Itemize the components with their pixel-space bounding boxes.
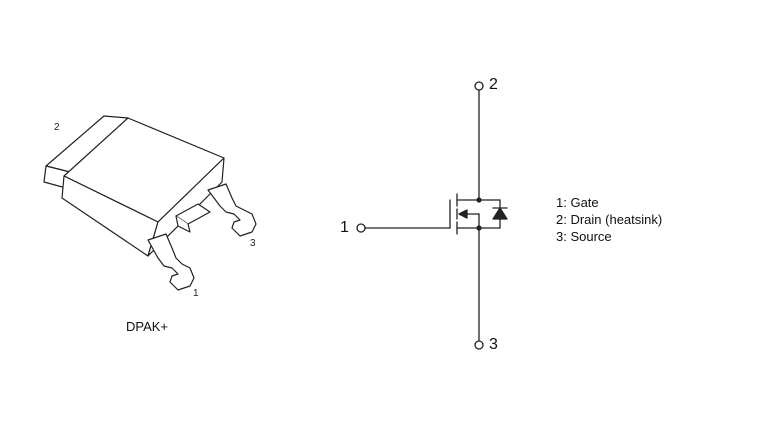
package-pin-label-tab: 2 — [54, 122, 60, 133]
package-name: DPAK+ — [126, 319, 169, 334]
package-lead-right — [207, 183, 257, 237]
package-pin-label-left: 1 — [193, 288, 199, 299]
schematic-label-gate: 1 — [340, 219, 349, 236]
legend-item-drain: 2: Drain (heatsink) — [556, 212, 663, 227]
schematic-label-source: 3 — [489, 336, 498, 353]
package-center-stub — [175, 203, 211, 225]
package-center-stub-side — [175, 215, 191, 233]
package-pin-label-right: 3 — [250, 238, 256, 249]
gate-terminal — [356, 223, 366, 233]
source-terminal — [474, 340, 484, 350]
legend-item-source: 3: Source — [556, 229, 612, 244]
pin-legend: 1: Gate 2: Drain (heatsink) 3: Source — [556, 194, 662, 245]
legend-item-gate: 1: Gate — [556, 195, 599, 210]
body-arrow — [458, 209, 468, 219]
drain-terminal — [474, 81, 484, 91]
package-lead-left — [147, 233, 195, 291]
schematic-label-drain: 2 — [489, 76, 498, 93]
diode-triangle — [492, 207, 508, 220]
